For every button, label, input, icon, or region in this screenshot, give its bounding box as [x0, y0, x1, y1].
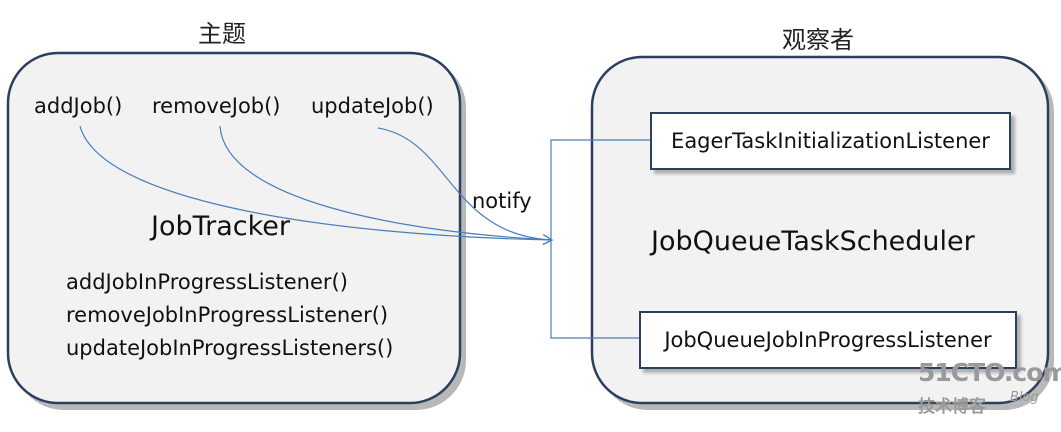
notify-curve-addjob [79, 125, 553, 241]
watermark-sub: 技术博客 [918, 397, 986, 417]
listener-jobqueue-label: JobQueueJobInProgressListener [664, 328, 992, 352]
observer-title: 观察者 [782, 26, 854, 54]
listener-method-add: addJobInProgressListener() [66, 270, 348, 294]
notify-label: notify [472, 189, 532, 213]
listener-bracket [550, 139, 650, 339]
event-removejob: removeJob() [152, 94, 281, 118]
event-updatejob: updateJob() [311, 94, 434, 118]
subject-component-label: JobTracker [151, 211, 291, 242]
listener-box-eager: EagerTaskInitializationListener [650, 112, 1011, 170]
watermark-blog: Blog [1010, 390, 1039, 405]
observer-component-label: JobQueueTaskScheduler [651, 226, 975, 257]
subject-box [6, 51, 462, 405]
event-addjob: addJob() [34, 94, 123, 118]
listener-box-jobqueue: JobQueueJobInProgressListener [639, 311, 1017, 369]
notify-curve-updatejob [377, 127, 554, 246]
subject-title: 主题 [198, 20, 246, 48]
watermark-logo: 51CTO.com [918, 358, 1061, 387]
listener-method-remove: removeJobInProgressListener() [66, 303, 389, 327]
listener-eager-label: EagerTaskInitializationListener [671, 129, 990, 153]
notify-curve-removejob [219, 125, 553, 241]
listener-method-update: updateJobInProgressListeners() [66, 336, 394, 360]
